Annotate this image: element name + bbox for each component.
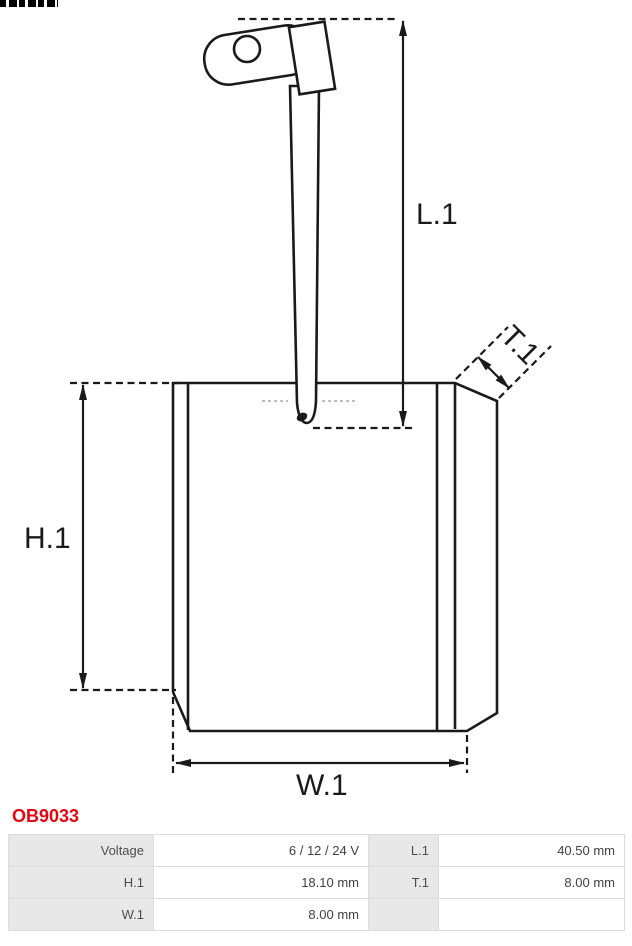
h1-dimension-label: H.1 <box>24 522 71 555</box>
spec-label-h1: H.1 <box>8 866 154 899</box>
spec-label-l1: L.1 <box>368 834 439 867</box>
spec-value-l1: 40.50 mm <box>438 834 625 867</box>
dimension-l1: L.1 <box>238 17 458 430</box>
spec-value-h1: 18.10 mm <box>153 866 369 899</box>
top-left-artifact <box>0 0 58 7</box>
t1-extension-line-right <box>498 345 552 399</box>
spec-value-t1: 8.00 mm <box>438 866 625 899</box>
spec-label-t1: T.1 <box>368 866 439 899</box>
part-number: OB9033 <box>12 806 80 826</box>
wire-tip-shading <box>296 412 308 422</box>
spec-row-1: Voltage 6 / 12 / 24 V L.1 40.50 mm <box>8 834 625 867</box>
dimension-t1: T.1 <box>455 319 552 399</box>
spec-row-2: H.1 18.10 mm T.1 8.00 mm <box>8 866 625 899</box>
dimension-w1: W.1 <box>171 697 469 800</box>
terminal-crimp <box>287 20 337 96</box>
spec-value-empty <box>438 898 625 931</box>
spec-table: Voltage 6 / 12 / 24 V L.1 40.50 mm H.1 1… <box>8 834 625 931</box>
terminal-hole <box>232 34 262 64</box>
spec-label-voltage: Voltage <box>8 834 154 867</box>
l1-dimension-label: L.1 <box>416 198 458 231</box>
spec-value-w1: 8.00 mm <box>153 898 369 931</box>
spec-row-3: W.1 8.00 mm <box>8 898 625 931</box>
lead-wire-group <box>288 84 321 425</box>
spec-value-voltage: 6 / 12 / 24 V <box>153 834 369 867</box>
lead-wire <box>288 84 321 425</box>
spec-label-empty <box>368 898 439 931</box>
dimension-h1: H.1 <box>24 381 182 692</box>
terminal-group <box>202 20 337 96</box>
brush-body-group <box>171 381 499 733</box>
brush-technical-drawing: L.1 H.1 W.1 T.1 <box>24 17 552 800</box>
spec-label-w1: W.1 <box>8 898 154 931</box>
t1-extension-line-left <box>455 326 509 380</box>
brush-body <box>171 381 499 733</box>
t1-dimension-label: T.1 <box>494 319 546 371</box>
w1-dimension-label: W.1 <box>296 769 348 800</box>
t1-dimension-arrow <box>477 356 510 389</box>
